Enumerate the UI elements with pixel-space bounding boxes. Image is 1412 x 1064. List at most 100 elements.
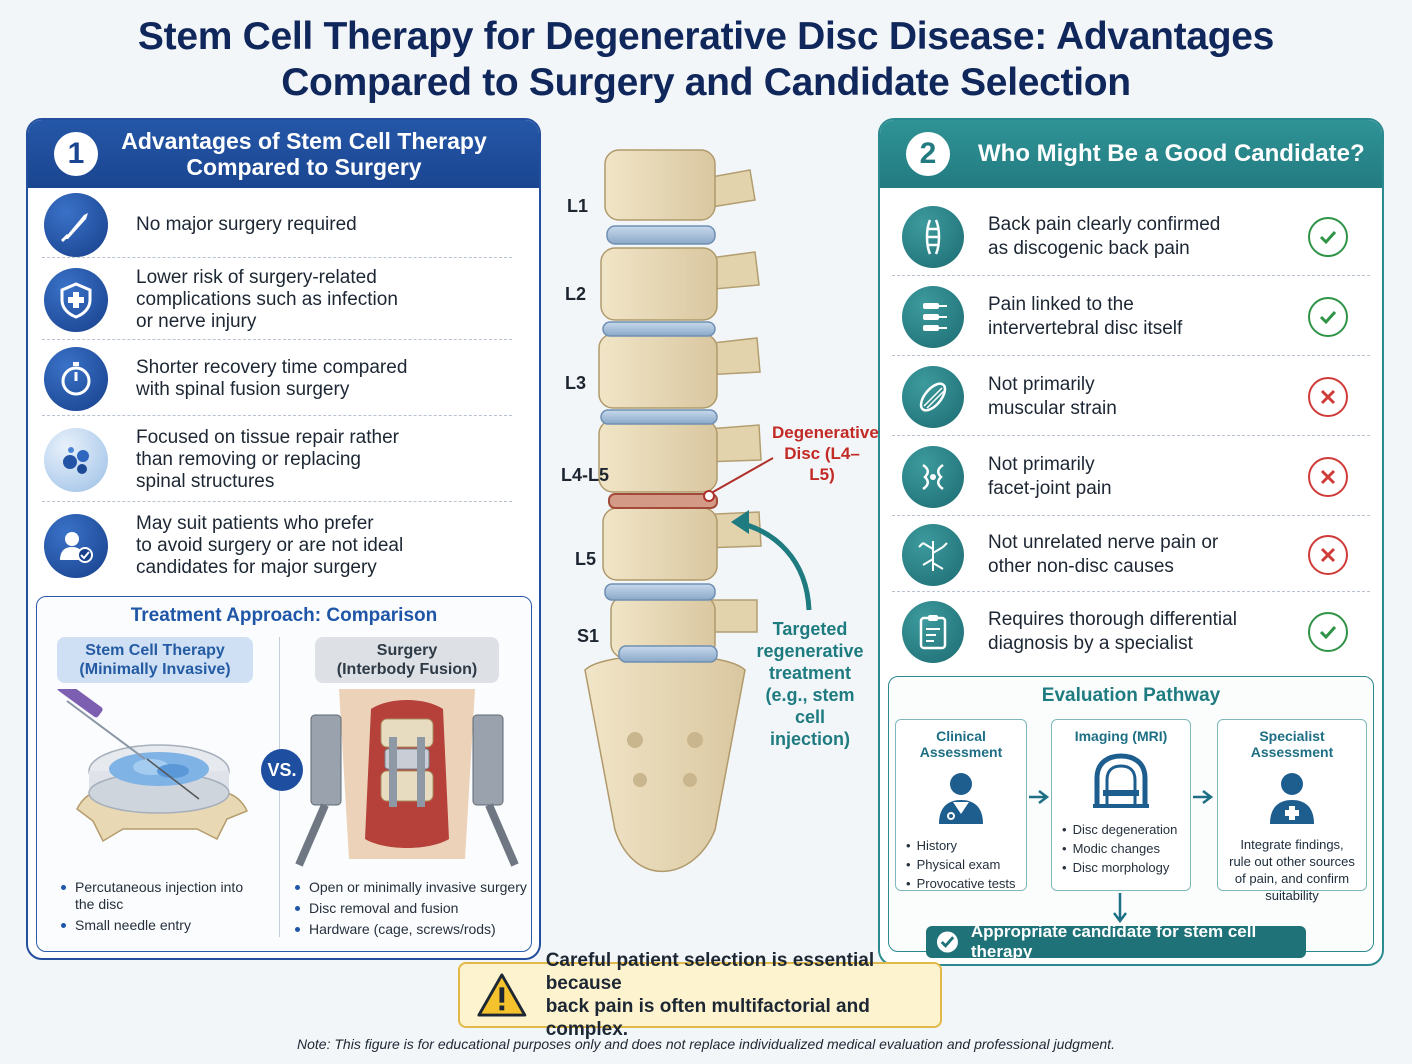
step-point: Provocative tests xyxy=(906,874,1026,893)
shield-plus-icon xyxy=(44,267,108,332)
surgery-point: Open or minimally invasive surgery xyxy=(293,879,529,896)
step-description: Integrate findings,rule out other source… xyxy=(1229,837,1355,903)
candidate-header: 2 Who Might Be a Good Candidate? xyxy=(880,120,1382,188)
step-point: Modic changes xyxy=(1062,839,1190,858)
advantage-item: No major surgery required xyxy=(42,192,512,258)
candidate-result-banner: Appropriate candidate for stem cell ther… xyxy=(926,922,1306,961)
advantages-header: 1 Advantages of Stem Cell Therapy Compar… xyxy=(28,120,539,188)
check-icon xyxy=(1308,612,1348,652)
doctor-icon xyxy=(896,768,1026,826)
step-title: Specialist Assessment xyxy=(1250,728,1334,760)
step-title: Clinical Assessment xyxy=(919,728,1003,760)
clinical-assessment-step: Clinical Assessment History Physical exa… xyxy=(895,719,1027,891)
warning-icon xyxy=(477,973,527,1017)
candidate-panel: 2 Who Might Be a Good Candidate? Back pa… xyxy=(878,118,1384,966)
scalpel-icon xyxy=(44,192,108,257)
comparison-title: Treatment Approach: Comparison xyxy=(130,605,438,626)
cross-icon xyxy=(1308,534,1348,575)
advantages-heading: Advantages of Stem Cell Therapy Compared… xyxy=(114,128,494,180)
cross-icon xyxy=(1308,456,1348,497)
check-circle-icon xyxy=(936,931,958,953)
specialist-assessment-step: Specialist Assessment Integrate findings… xyxy=(1217,719,1367,903)
advantage-text: No major surgery required xyxy=(136,213,357,235)
step-title: Imaging (MRI) xyxy=(1074,728,1168,744)
level-label: L3 xyxy=(565,373,587,393)
spine-illustration xyxy=(584,149,812,872)
versus-badge: VS. xyxy=(261,749,303,791)
cross-icon xyxy=(1308,376,1348,417)
step-points: Disc degeneration Modic changes Disc mor… xyxy=(1062,820,1190,877)
surgery-points: Open or minimally invasive surgery Disc … xyxy=(293,879,529,942)
warning-text: Careful patient selection is essential b… xyxy=(545,950,875,1040)
step-point: History xyxy=(906,836,1026,855)
disclaimer-note: Note: This figure is for educational pur… xyxy=(297,1036,1115,1052)
candidate-result-text: Appropriate candidate for stem cell ther… xyxy=(970,922,1257,961)
arrow-down-icon xyxy=(1113,893,1127,923)
surgery-label: Surgery(Interbody Fusion) xyxy=(315,637,499,683)
level-label: S1 xyxy=(577,626,600,646)
title-line-1: Stem Cell Therapy for Degenerative Disc … xyxy=(137,15,1275,58)
check-icon xyxy=(1308,216,1348,257)
injection-illustration xyxy=(57,689,249,843)
stopwatch-icon xyxy=(44,346,108,411)
stem-cell-points: Percutaneous injection into the disc Sma… xyxy=(59,879,259,938)
section-number-1: 1 xyxy=(54,132,98,176)
stem-point: Percutaneous injection into the disc xyxy=(59,879,259,913)
mri-scanner-icon xyxy=(1052,752,1190,810)
page-title: Stem Cell Therapy for Degenerative Disc … xyxy=(0,14,1412,106)
step-point: Disc morphology xyxy=(1062,858,1190,877)
level-label: L1 xyxy=(567,196,589,216)
surgery-point: Hardware (cage, screws/rods) xyxy=(293,921,529,938)
facet-joint-icon xyxy=(902,445,964,508)
arrow-right-icon xyxy=(1029,790,1050,804)
clipboard-icon xyxy=(902,601,964,663)
imaging-step: Imaging (MRI) Disc degeneration Modic ch… xyxy=(1051,719,1191,891)
muscle-icon xyxy=(902,365,964,428)
disc-icon xyxy=(902,285,964,348)
evaluation-title: Evaluation Pathway xyxy=(1041,685,1221,706)
candidate-heading: Who Might Be a Good Candidate? xyxy=(978,140,1365,167)
step-point: Disc degeneration xyxy=(1062,820,1190,839)
check-icon xyxy=(1308,296,1348,337)
warning-box: Careful patient selection is essential b… xyxy=(458,950,942,1040)
cells-icon xyxy=(44,427,108,492)
spine-icon xyxy=(902,205,964,268)
specialist-icon xyxy=(1218,768,1366,826)
stem-cell-label: Stem Cell Therapy(Minimally Invasive) xyxy=(57,637,253,683)
advantages-panel: 1 Advantages of Stem Cell Therapy Compar… xyxy=(26,118,541,960)
step-points: History Physical exam Provocative tests xyxy=(906,836,1026,893)
level-label: L2 xyxy=(565,284,587,304)
advantages-heading-line-2: Compared to Surgery xyxy=(186,154,422,180)
advantages-heading-line-1: Advantages of Stem Cell Therapy xyxy=(121,128,487,154)
level-label: L5 xyxy=(575,549,597,569)
level-label: L4-L5 xyxy=(561,465,610,485)
title-line-2: Compared to Surgery and Candidate Select… xyxy=(281,61,1131,104)
step-point: Physical exam xyxy=(906,855,1026,874)
surgery-point: Disc removal and fusion xyxy=(293,900,529,917)
evaluation-pathway: Evaluation Pathway Clinical Assessment H… xyxy=(888,676,1374,952)
treatment-comparison: Treatment Approach: Comparison Stem Cell… xyxy=(36,596,532,952)
surgery-illustration xyxy=(295,689,519,867)
stem-point: Small needle entry xyxy=(59,917,259,934)
arrow-right-icon xyxy=(1193,790,1214,804)
